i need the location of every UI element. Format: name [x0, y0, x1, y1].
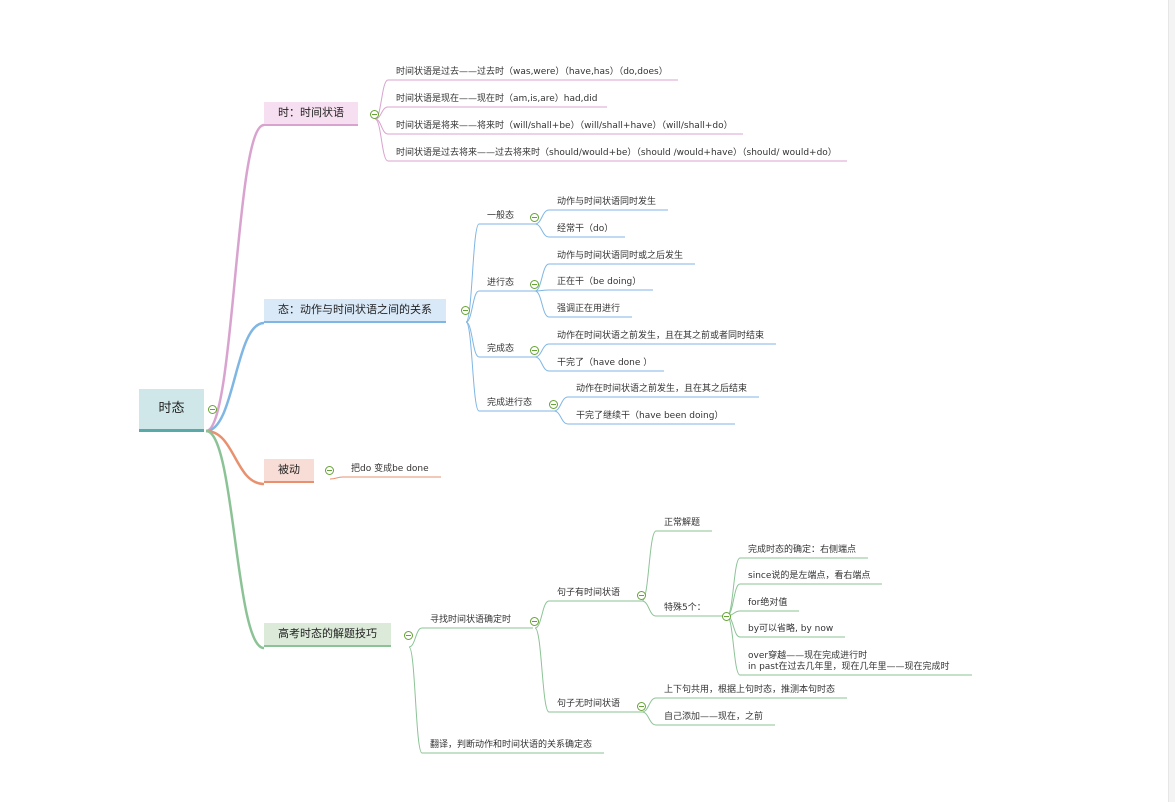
- connector-without-item-1: [641, 697, 657, 713]
- normal-solve[interactable]: 正常解题: [664, 518, 701, 528]
- translate-item[interactable]: 翻译，判断动作和时间状语的关系确定态: [430, 740, 593, 750]
- branch-passive[interactable]: 被动: [264, 459, 314, 483]
- connector-simple-item-2: [534, 223, 550, 238]
- connector-with: [534, 600, 550, 629]
- collapse-toggle-without[interactable]: [637, 702, 646, 711]
- perfect-item-2[interactable]: 干完了（have done ）: [557, 358, 653, 368]
- collapse-toggle-find[interactable]: [530, 617, 539, 626]
- special-five[interactable]: 特殊5个：: [664, 603, 706, 613]
- aspect-simple[interactable]: 一般态: [487, 211, 515, 221]
- connector-perfect-progressive-item-1: [553, 396, 569, 412]
- progressive-item-3[interactable]: 强调正在用进行: [557, 304, 621, 314]
- branch-aspect[interactable]: 态：动作与时间状语之间的关系: [264, 299, 446, 323]
- branch-solving-tips[interactable]: 高考时态的解题技巧: [264, 623, 391, 647]
- progressive-item-1[interactable]: 动作与时间状语同时或之后发生: [557, 251, 684, 261]
- find-time-adverbial[interactable]: 寻找时间状语确定时: [430, 615, 512, 625]
- without-item-1[interactable]: 上下句共用，根据上句时态，推测本句时态: [664, 685, 836, 695]
- connector-translate: [408, 646, 423, 754]
- connector-perfect-item-1: [534, 343, 550, 358]
- b1-item-present[interactable]: 时间状语是现在——现在时（am,is,are）had,did: [396, 94, 598, 104]
- connector-special-item-1: [726, 557, 741, 617]
- collapse-toggle-b3[interactable]: [325, 466, 334, 475]
- simple-item-2[interactable]: 经常干（do）: [557, 224, 614, 234]
- connector-normal: [641, 530, 657, 602]
- collapse-toggle-b1[interactable]: [370, 110, 379, 119]
- collapse-toggle-perfect-progressive[interactable]: [549, 400, 558, 409]
- connector-aspect-simple: [465, 223, 480, 323]
- special-item-2[interactable]: since说的是左端点，看右端点: [748, 571, 871, 581]
- vertical-scrollbar[interactable]: [1168, 0, 1175, 802]
- without-time-adverbial[interactable]: 句子无时间状语: [557, 699, 621, 709]
- simple-item-1[interactable]: 动作与时间状语同时发生: [557, 197, 657, 207]
- progressive-item-2[interactable]: 正在干（be doing）: [557, 277, 642, 287]
- perfect-progressive-item-2[interactable]: 干完了继续干（have been doing）: [576, 411, 724, 421]
- perfect-progressive-item-1[interactable]: 动作在时间状语之前发生，且在其之后结束: [576, 384, 748, 394]
- without-item-2[interactable]: 自己添加——现在，之前: [664, 712, 764, 722]
- collapse-toggle-progressive[interactable]: [530, 280, 539, 289]
- connector-root-b2: [205, 321, 265, 433]
- special-item-3[interactable]: for绝对值: [748, 598, 788, 608]
- b1-item-past[interactable]: 时间状语是过去——过去时（was,were）（have,has）（do,does…: [396, 67, 668, 77]
- branch-tense-time-adverbial[interactable]: 时：时间状语: [264, 102, 358, 126]
- collapse-toggle-special[interactable]: [722, 612, 731, 621]
- collapse-toggle-b4[interactable]: [404, 631, 413, 640]
- connector-b1-item-present: [374, 106, 389, 120]
- connector-find: [408, 627, 423, 648]
- connector-special: [641, 600, 657, 617]
- collapse-toggle-perfect[interactable]: [530, 346, 539, 355]
- connector-without: [534, 627, 550, 713]
- connector-root-b4: [205, 429, 265, 650]
- connector-progressive-item-3: [534, 290, 550, 318]
- aspect-progressive[interactable]: 进行态: [487, 278, 515, 288]
- aspect-perfect[interactable]: 完成态: [487, 344, 515, 354]
- connector-root-b3: [205, 429, 265, 486]
- connector-perfect-progressive-item-2: [553, 410, 569, 425]
- collapse-toggle-simple[interactable]: [530, 213, 539, 222]
- special-item-4[interactable]: by可以省略, by now: [748, 624, 834, 634]
- connector-without-item-2: [641, 711, 657, 726]
- connector-aspect-progressive: [465, 290, 480, 323]
- connector-b1-item-past-future: [374, 118, 389, 162]
- connector-progressive-item-1: [534, 263, 550, 292]
- connector-simple-item-1: [534, 209, 550, 225]
- b1-item-past-future[interactable]: 时间状语是过去将来——过去将来时（should/would+be）（should…: [396, 148, 837, 158]
- connector-passive-item: [329, 476, 344, 480]
- with-time-adverbial[interactable]: 句子有时间状语: [557, 588, 621, 598]
- special-item-5[interactable]: over穿越——现在完成进行时: [748, 651, 868, 661]
- aspect-perfect-progressive[interactable]: 完成进行态: [487, 398, 533, 408]
- special-item-1[interactable]: 完成时态的确定：右侧端点: [748, 545, 857, 555]
- collapse-toggle-root[interactable]: [208, 405, 217, 414]
- special-item-6[interactable]: in past在过去几年里，现在几年里——现在完成时: [748, 662, 950, 672]
- connector-aspect-perfect-progressive: [465, 321, 480, 412]
- collapse-toggle-b2[interactable]: [461, 306, 470, 315]
- root-topic[interactable]: 时态: [139, 389, 204, 432]
- passive-item[interactable]: 把do 变成be done: [351, 464, 429, 474]
- b1-item-future[interactable]: 时间状语是将来——将来时（will/shall+be）（will/shall+h…: [396, 121, 733, 131]
- collapse-toggle-with[interactable]: [637, 591, 646, 600]
- perfect-item-1[interactable]: 动作在时间状语之前发生，且在其之前或者同时结束: [557, 331, 765, 341]
- connector-perfect-item-2: [534, 356, 550, 372]
- connector-root-b1: [205, 123, 265, 433]
